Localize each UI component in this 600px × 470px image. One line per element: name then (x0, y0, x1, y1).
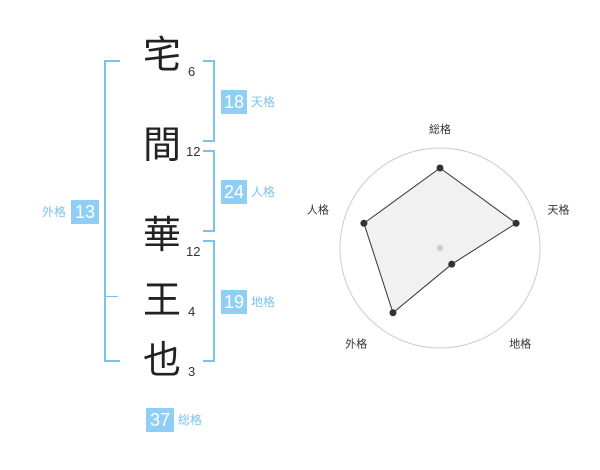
gaikaku-bracket (104, 60, 120, 362)
name-char-4: 王 (142, 278, 181, 322)
radar-point (512, 219, 520, 227)
jinkaku-bracket (203, 150, 215, 232)
radar-point (360, 219, 368, 227)
chikaku-value: 19 (221, 290, 247, 314)
soukaku-value: 37 (146, 408, 174, 432)
jinkaku-value: 24 (221, 180, 247, 204)
chikaku-label: 地格 (251, 295, 276, 309)
gaikaku-value: 13 (71, 200, 99, 224)
radar-axis-label: 総格 (429, 122, 451, 136)
radar-axis-label: 外格 (345, 336, 367, 350)
radar-center (437, 245, 443, 251)
radar-axis-label: 地格 (509, 336, 531, 350)
jinkaku-label: 人格 (251, 185, 276, 199)
tenkaku-bracket (203, 60, 215, 142)
radar-axis-label: 天格 (548, 202, 570, 216)
radar-axis-label: 人格 (307, 202, 329, 216)
name-char-3: 華 (142, 213, 181, 257)
name-char-1: 宅 (142, 33, 181, 77)
tenkaku-value: 18 (221, 90, 247, 114)
stroke-count-2: 12 (186, 144, 201, 159)
name-char-5: 也 (142, 338, 181, 382)
stroke-count-4: 4 (188, 304, 196, 319)
stroke-count-5: 3 (188, 364, 196, 379)
stroke-count-3: 12 (186, 244, 201, 259)
gaikaku-label: 外格 (42, 205, 67, 219)
stroke-count-1: 6 (188, 64, 196, 79)
radar-point (389, 309, 397, 317)
tenkaku-label: 天格 (251, 95, 276, 109)
gaikaku-bracket-tick (104, 296, 118, 297)
radar-area (363, 167, 517, 314)
soukaku-label: 総格 (178, 413, 203, 427)
name-char-2: 間 (142, 123, 181, 167)
radar-point (436, 164, 444, 172)
radar-point (448, 260, 456, 268)
chikaku-bracket (203, 240, 215, 362)
